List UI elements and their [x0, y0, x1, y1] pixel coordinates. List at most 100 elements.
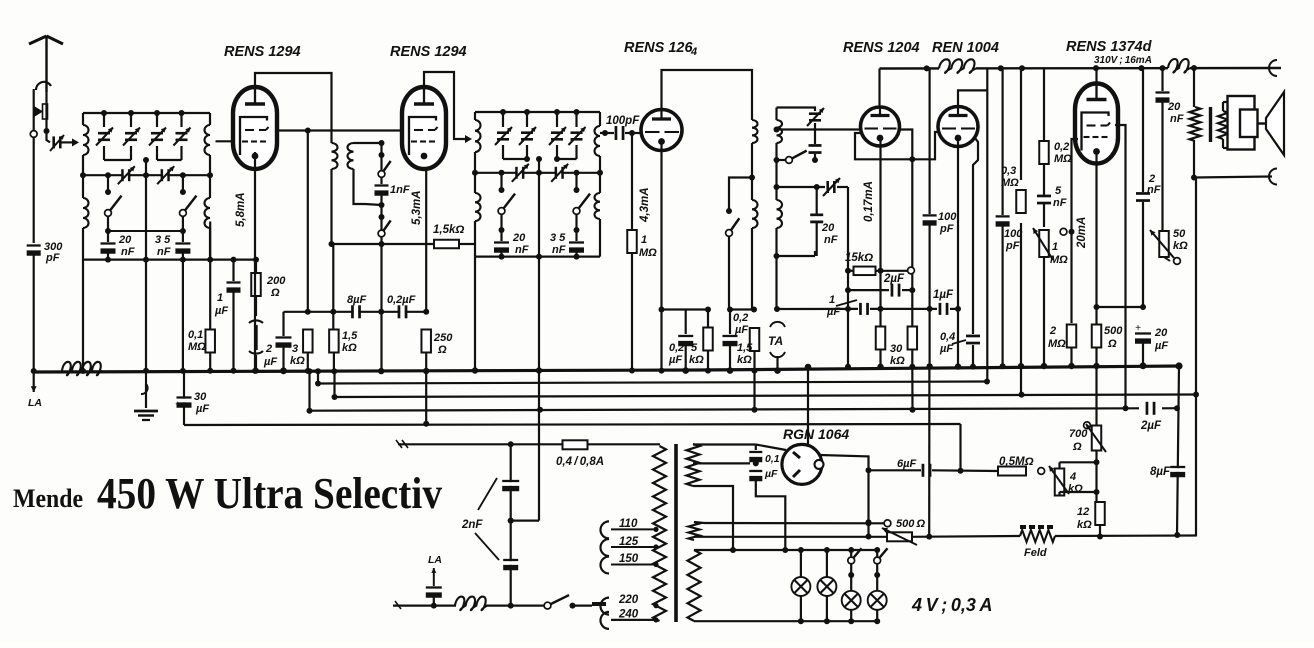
svg-text:MΩ: MΩ — [1048, 338, 1066, 350]
svg-text:Mende: Mende — [13, 484, 83, 513]
svg-text:3: 3 — [292, 343, 298, 355]
svg-text:2nF: 2nF — [461, 519, 483, 531]
svg-text:6µF: 6µF — [897, 458, 916, 470]
svg-text:MΩ: MΩ — [1054, 153, 1072, 165]
svg-text:µF: µF — [939, 343, 953, 355]
svg-text:5: 5 — [1055, 185, 1062, 197]
svg-text:5,3mA: 5,3mA — [411, 190, 423, 225]
svg-text:MΩ: MΩ — [1050, 254, 1068, 266]
svg-text:250: 250 — [433, 332, 453, 344]
svg-text:450 W Ultra Selectiv: 450 W Ultra Selectiv — [97, 469, 442, 518]
svg-text:MΩ: MΩ — [188, 341, 206, 353]
svg-text:pF: pF — [1005, 240, 1020, 252]
svg-text:LA: LA — [428, 554, 442, 566]
svg-text:kΩ: kΩ — [689, 354, 704, 366]
svg-text:50: 50 — [1173, 228, 1186, 240]
svg-text:0,3: 0,3 — [1001, 165, 1016, 177]
svg-text:240: 240 — [618, 609, 639, 621]
svg-text:pF: pF — [45, 252, 60, 264]
svg-text:kΩ: kΩ — [737, 354, 752, 366]
svg-text:4: 4 — [690, 46, 697, 58]
svg-text:µF: µF — [214, 305, 228, 317]
svg-text:Ω: Ω — [1107, 338, 1117, 350]
svg-text:1,5: 1,5 — [737, 342, 753, 354]
svg-text:0,4 / 0,8A: 0,4 / 0,8A — [556, 456, 604, 468]
svg-text:µF: µF — [764, 468, 778, 480]
svg-text:kΩ: kΩ — [342, 342, 357, 354]
svg-text:µF: µF — [668, 354, 682, 366]
svg-text:4,3mA: 4,3mA — [639, 187, 651, 223]
svg-text:nF: nF — [552, 244, 566, 256]
svg-text:1: 1 — [829, 294, 835, 306]
svg-text:nF: nF — [1170, 113, 1184, 125]
svg-text:200: 200 — [266, 275, 286, 287]
svg-text:Feld: Feld — [1024, 547, 1047, 559]
svg-text:700: 700 — [1069, 428, 1088, 440]
svg-text:20: 20 — [118, 234, 132, 246]
svg-text:30: 30 — [890, 343, 903, 355]
svg-text:+: + — [175, 399, 180, 409]
svg-text:Ω: Ω — [1072, 441, 1082, 453]
svg-text:0,2: 0,2 — [1054, 141, 1069, 153]
svg-text:20mA: 20mA — [1076, 217, 1088, 249]
svg-text:30: 30 — [194, 391, 207, 403]
svg-text:0,2: 0,2 — [733, 312, 748, 324]
svg-text:100: 100 — [938, 211, 957, 223]
svg-text:RENS 1294: RENS 1294 — [390, 44, 467, 60]
svg-text:15kΩ: 15kΩ — [845, 252, 873, 264]
svg-text:nF: nF — [1053, 197, 1067, 209]
svg-text:0,1: 0,1 — [188, 329, 203, 341]
svg-text:220: 220 — [618, 594, 639, 606]
svg-text:kΩ: kΩ — [1077, 519, 1092, 531]
svg-text:20: 20 — [821, 222, 835, 234]
svg-text:kΩ: kΩ — [890, 355, 905, 367]
svg-text:Ω: Ω — [270, 287, 280, 299]
svg-text:0,2: 0,2 — [669, 342, 684, 354]
svg-text:0,4: 0,4 — [940, 331, 955, 343]
svg-text:1: 1 — [1052, 241, 1058, 253]
svg-text:MΩ: MΩ — [639, 247, 657, 259]
svg-text:µF: µF — [195, 403, 209, 415]
svg-text:1µF: 1µF — [933, 289, 954, 301]
svg-text:kΩ: kΩ — [1068, 483, 1083, 495]
svg-text:12: 12 — [1077, 506, 1089, 518]
svg-text:kΩ: kΩ — [290, 355, 305, 367]
svg-text:5,8mA: 5,8mA — [235, 192, 247, 227]
svg-text:nF: nF — [121, 246, 135, 258]
svg-text:nF: nF — [157, 246, 171, 258]
svg-text:0,2µF: 0,2µF — [387, 294, 416, 306]
svg-text:RENS 1204: RENS 1204 — [843, 40, 920, 56]
svg-text:125: 125 — [619, 536, 639, 548]
svg-text:Ω: Ω — [437, 344, 447, 356]
svg-text:0,1: 0,1 — [765, 453, 780, 465]
svg-text:RGN 1064: RGN 1064 — [783, 426, 849, 442]
svg-text:8µF: 8µF — [1150, 466, 1171, 478]
svg-text:500: 500 — [1104, 325, 1123, 337]
svg-text:150: 150 — [619, 553, 639, 565]
svg-text:1,5: 1,5 — [342, 330, 358, 342]
svg-text:20: 20 — [512, 232, 526, 244]
svg-text:1: 1 — [641, 234, 647, 246]
svg-text:20: 20 — [1154, 327, 1168, 339]
svg-text:nF: nF — [824, 234, 838, 246]
svg-text:2: 2 — [265, 343, 272, 355]
svg-text:µF: µF — [263, 356, 277, 368]
svg-text:nF: nF — [1147, 184, 1161, 196]
svg-text:kΩ: kΩ — [1173, 240, 1188, 252]
svg-text:RENS 1294: RENS 1294 — [224, 44, 301, 60]
svg-text:2: 2 — [1049, 325, 1056, 337]
svg-text:3 5: 3 5 — [550, 232, 566, 244]
svg-text:310V ; 16mA: 310V ; 16mA — [1094, 55, 1152, 66]
svg-text:RENS 1374d: RENS 1374d — [1066, 39, 1153, 55]
svg-text:µF: µF — [1154, 340, 1168, 352]
svg-text:5: 5 — [691, 342, 698, 354]
svg-text:RENS 126: RENS 126 — [624, 40, 693, 56]
svg-text:0,5MΩ: 0,5MΩ — [999, 456, 1034, 468]
svg-text:2µF: 2µF — [883, 273, 905, 285]
svg-text:100pF: 100pF — [606, 115, 640, 127]
svg-text:1,5kΩ: 1,5kΩ — [433, 224, 464, 236]
svg-text:LA: LA — [28, 397, 42, 409]
svg-text:1: 1 — [217, 292, 223, 304]
svg-text:0,17mA: 0,17mA — [863, 181, 875, 222]
svg-text:4 V ; 0,3 A: 4 V ; 0,3 A — [911, 595, 992, 615]
